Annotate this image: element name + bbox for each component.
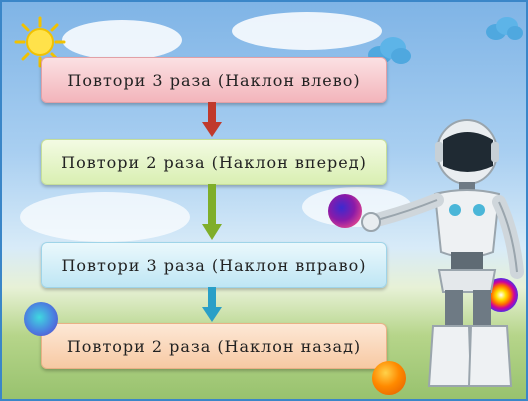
- robot-illustration: [361, 119, 524, 387]
- orb: [328, 194, 362, 228]
- step-box-2: Повтори 2 раза (Наклон вперед): [41, 139, 387, 185]
- step-box-4: Повтори 2 раза (Наклон назад): [41, 323, 387, 369]
- step-label: Повтори 3 раза (Наклон влево): [67, 70, 361, 90]
- cloud-icon: [486, 17, 523, 40]
- background-cloud: [62, 20, 182, 60]
- step-box-1: Повтори 3 раза (Наклон влево): [41, 57, 387, 103]
- background-cloud: [20, 192, 190, 242]
- step-box-3: Повтори 3 раза (Наклон вправо): [41, 242, 387, 288]
- sun-icon: [14, 16, 66, 68]
- step-label: Повтори 2 раза (Наклон вперед): [61, 152, 367, 172]
- step-label: Повтори 3 раза (Наклон вправо): [61, 255, 367, 275]
- background-cloud: [232, 12, 382, 50]
- down-arrow-icon: [202, 287, 222, 322]
- step-label: Повтори 2 раза (Наклон назад): [66, 336, 362, 356]
- down-arrow-icon: [202, 184, 222, 240]
- orb: [24, 302, 58, 336]
- down-arrow-icon: [202, 102, 222, 137]
- orb: [372, 361, 406, 395]
